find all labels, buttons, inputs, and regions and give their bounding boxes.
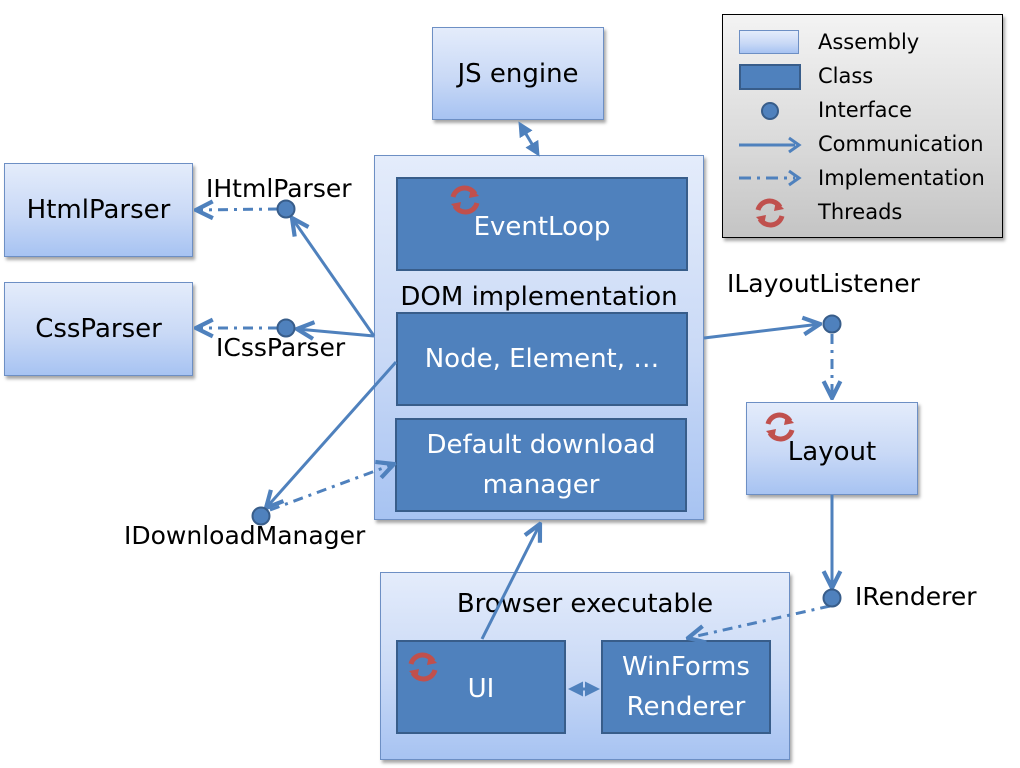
- connector-dom-ilayoutlistener: [703, 324, 820, 340]
- legend-implementation-arrow-icon: [739, 169, 802, 187]
- class-winforms-line2: Renderer: [626, 692, 746, 722]
- connector-dom-ihtmlparser: [292, 218, 376, 337]
- legend-class-swatch: [739, 64, 801, 90]
- legend-label-communication: Communication: [818, 132, 984, 156]
- interface-ilayoutlistener-icon: [822, 314, 842, 334]
- assembly-layout: Layout: [746, 402, 918, 495]
- class-event-loop: EventLoop: [396, 177, 688, 271]
- class-winforms-line1: WinForms: [622, 652, 750, 682]
- legend-label-threads: Threads: [818, 200, 903, 224]
- interface-label-icssparser: ICssParser: [216, 333, 346, 362]
- assembly-html-parser: HtmlParser: [4, 163, 193, 257]
- legend: Assembly Class Interface Communication I…: [722, 14, 1003, 238]
- class-ui-label: UI: [467, 673, 495, 704]
- assembly-css-parser: CssParser: [4, 282, 193, 376]
- interface-irenderer-icon: [822, 588, 842, 608]
- interface-label-idownloadmanager: IDownloadManager: [124, 521, 366, 550]
- assembly-layout-label: Layout: [787, 436, 877, 467]
- assembly-html-parser-label: HtmlParser: [26, 195, 171, 225]
- class-event-loop-label: EventLoop: [473, 211, 611, 242]
- impl-ihtmlparser-htmlparser: [196, 209, 279, 210]
- legend-label-class: Class: [818, 64, 874, 88]
- legend-label-assembly: Assembly: [818, 30, 920, 54]
- interface-label-ilayoutlistener: ILayoutListener: [727, 269, 920, 298]
- legend-item-threads: Threads: [723, 195, 1002, 229]
- class-node-element: Node, Element, …: [396, 312, 688, 406]
- dom-implementation-label: DOM implementation: [400, 282, 678, 312]
- class-default-download-manager: Default download manager: [395, 418, 687, 512]
- legend-thread-icon: [755, 198, 785, 228]
- legend-item-implementation: Implementation: [723, 161, 1002, 195]
- browser-executable-label: Browser executable: [456, 589, 714, 619]
- legend-item-communication: Communication: [723, 127, 1002, 161]
- legend-interface-icon: [761, 102, 779, 120]
- class-ui: UI: [396, 640, 566, 734]
- interface-ihtmlparser-icon: [276, 199, 296, 219]
- legend-item-interface: Interface: [723, 93, 1002, 127]
- legend-assembly-swatch: [739, 30, 799, 54]
- legend-label-interface: Interface: [818, 98, 913, 122]
- assembly-js-engine-label: JS engine: [457, 58, 579, 89]
- class-download-manager-line1: Default download: [426, 430, 656, 460]
- class-node-element-label: Node, Element, …: [424, 343, 660, 374]
- class-winforms-renderer: WinForms Renderer: [601, 640, 771, 734]
- interface-label-ihtmlparser: IHtmlParser: [206, 174, 352, 203]
- interface-label-irenderer: IRenderer: [855, 582, 977, 611]
- legend-item-assembly: Assembly: [723, 25, 1002, 59]
- class-download-manager-line2: manager: [482, 470, 600, 500]
- legend-item-class: Class: [723, 59, 1002, 93]
- assembly-js-engine: JS engine: [432, 27, 604, 120]
- connector-js-dom: [518, 121, 540, 157]
- assembly-css-parser-label: CssParser: [35, 314, 162, 344]
- legend-label-implementation: Implementation: [818, 166, 985, 190]
- legend-communication-arrow-icon: [739, 136, 802, 154]
